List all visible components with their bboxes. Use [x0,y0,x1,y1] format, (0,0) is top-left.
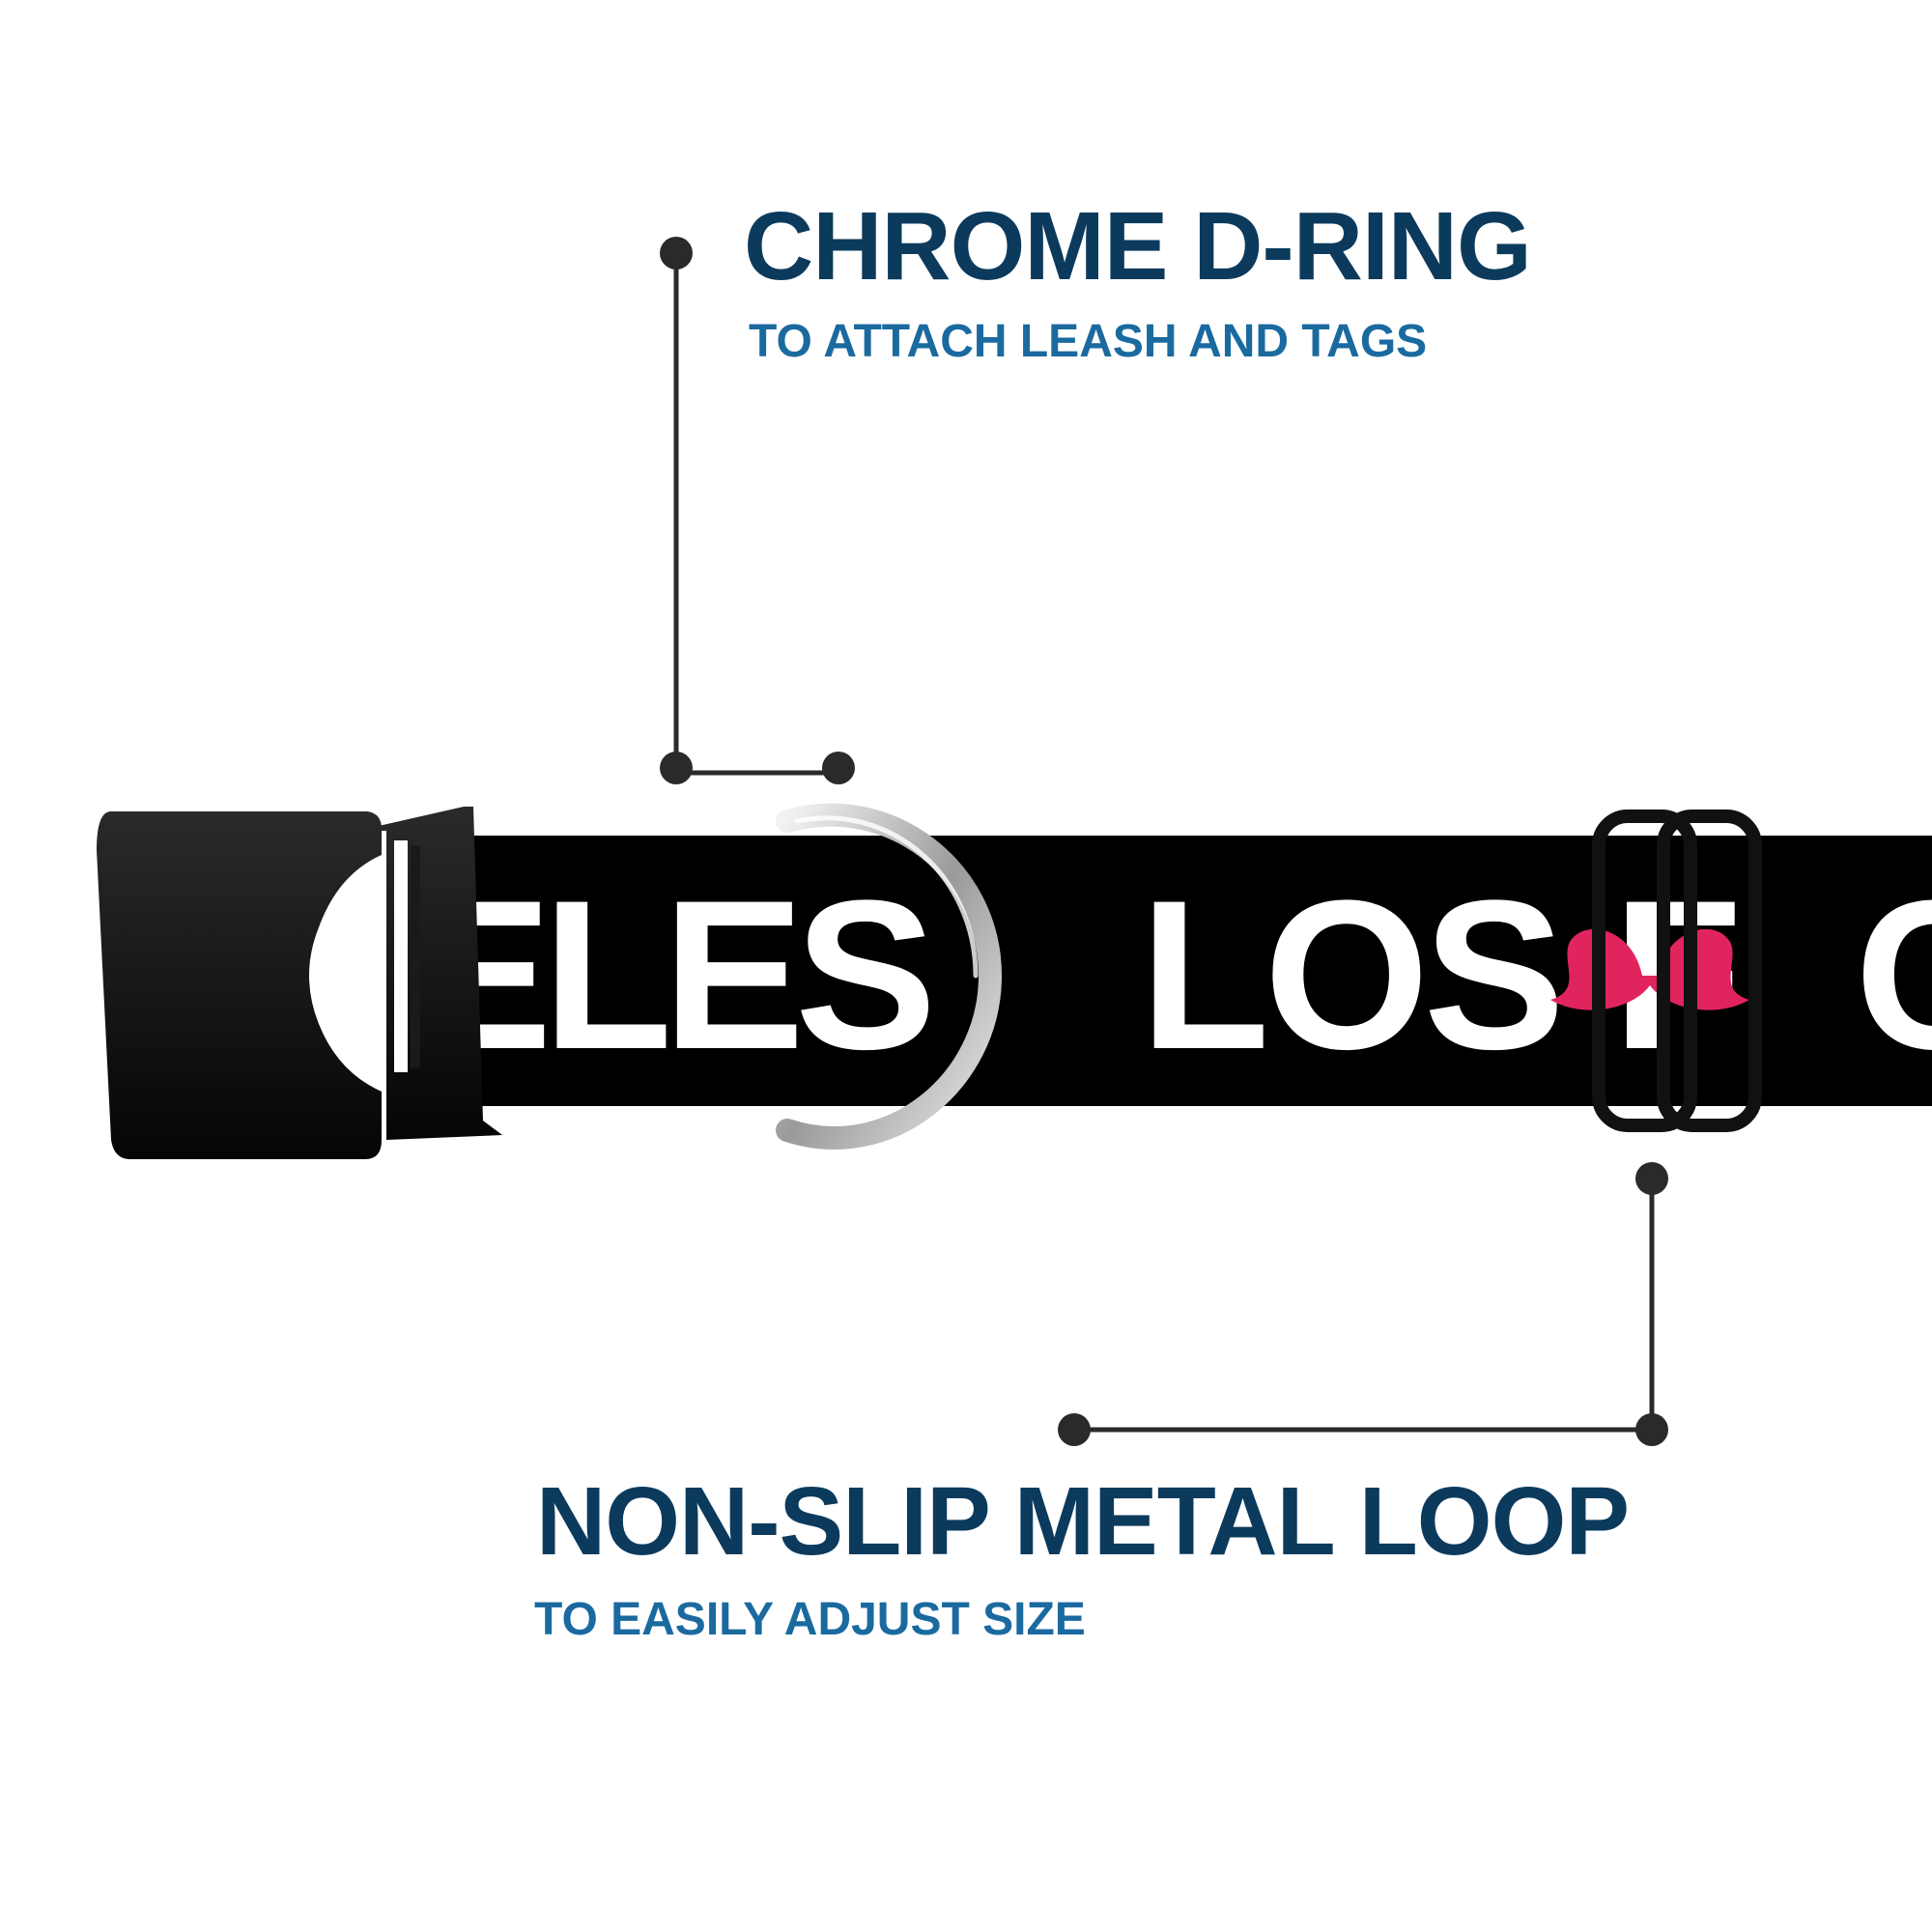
slide-loop-icon [1592,810,1762,1132]
loop-leader-dot-end [1058,1413,1091,1446]
loop-title: NON-SLIP METAL LOOP [536,1467,1630,1576]
d-ring-leader-dot-top [660,237,693,270]
loop-leader-dot-corner [1635,1413,1668,1446]
buckle-icon [97,807,502,1159]
d-ring-subtitle: TO ATTACH LEASH AND TAGS [749,316,1428,367]
loop-leader-line [1074,1179,1655,1433]
d-ring-icon [776,803,1003,1150]
d-ring-highlight [794,815,979,979]
collar-print-edge: C [1855,856,1932,1094]
d-ring-leader-dot-corner [660,752,693,784]
collar-print-right: LOS F [1140,856,1737,1094]
d-ring-title: CHROME D-RING [744,192,1532,300]
loop-subtitle: TO EASILY ADJUST SIZE [534,1594,1086,1645]
loop-leader-dot-top [1635,1162,1668,1195]
d-ring-leader-dot-end [822,752,855,784]
collar-print-left: ELES [411,856,929,1094]
